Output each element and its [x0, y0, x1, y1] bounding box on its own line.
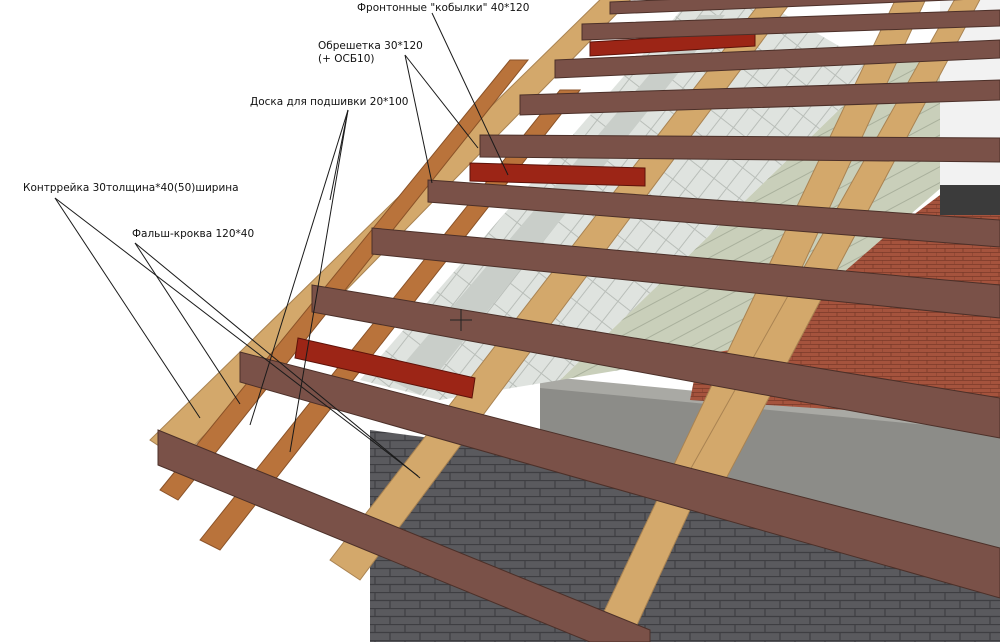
- label-soffit-board: Доска для подшивки 20*100: [250, 96, 409, 108]
- label-counter-batten: Контррейка 30толщина*40(50)ширина: [23, 182, 239, 194]
- crosshair-cursor: [450, 309, 472, 331]
- batten: [311, 284, 1000, 439]
- callout-lines: [54, 12, 509, 479]
- batten: [581, 9, 1000, 41]
- batten: [519, 79, 1000, 116]
- leader-false-rafter-1: [134, 242, 241, 405]
- label-false-rafter: Фальш-кроква 120*40: [132, 228, 255, 240]
- leader-battens-2: [404, 54, 433, 184]
- gable-pieces: [294, 31, 756, 399]
- leader-battens-1: [404, 54, 479, 149]
- leader-counter-2: [54, 197, 419, 477]
- gable-piece: [469, 162, 646, 187]
- batten: [239, 351, 1000, 599]
- batten: [479, 134, 1000, 163]
- batten: [371, 227, 1000, 319]
- batten: [609, 0, 964, 15]
- counter-batten: [159, 59, 530, 501]
- dark-beam: [940, 185, 1000, 215]
- leader-gable-pieces: [431, 12, 509, 176]
- batten: [427, 179, 1000, 248]
- batten: [554, 39, 1000, 79]
- leader-false-rafter-2: [134, 242, 421, 479]
- label-battens: Обрешетка 30*120 (+ ОСБ10): [318, 40, 423, 65]
- leader-soffit-3: [329, 109, 349, 201]
- label-gable-pieces: Фронтонные "кобылки" 40*120: [357, 2, 530, 14]
- leader-soffit-2: [289, 109, 349, 453]
- batten: [157, 429, 651, 642]
- battens: [157, 0, 1000, 642]
- leader-counter-1: [54, 197, 201, 419]
- gable-piece: [294, 337, 476, 399]
- leader-soffit-1: [249, 109, 349, 426]
